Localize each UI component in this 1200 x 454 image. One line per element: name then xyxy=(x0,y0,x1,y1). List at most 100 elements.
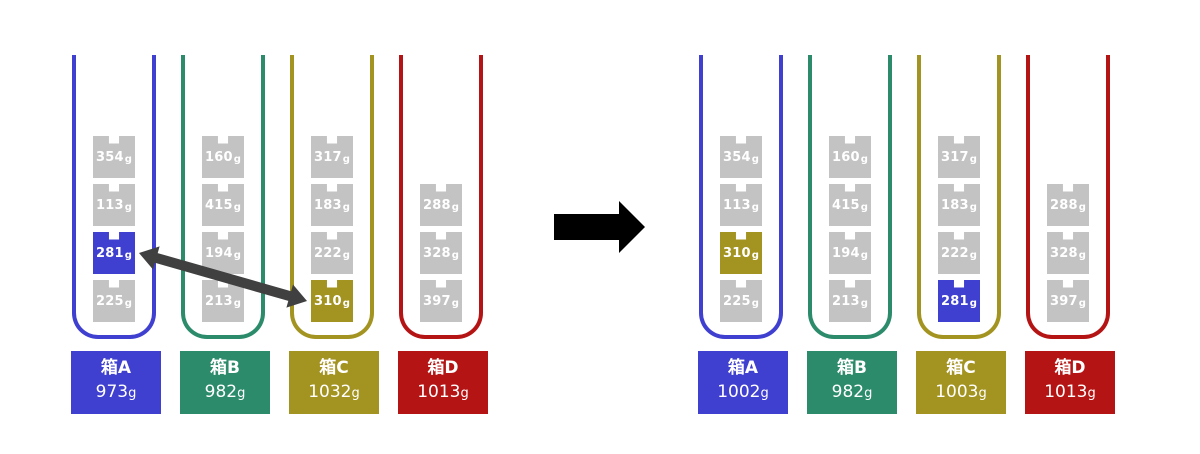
box-total-value: 1032 xyxy=(308,382,352,402)
item-weight: 113 xyxy=(723,197,751,213)
item-unit: g xyxy=(969,249,977,261)
box-total-unit: g xyxy=(237,386,246,401)
item-weight: 113 xyxy=(96,197,124,213)
box-b-container xyxy=(808,55,892,339)
box-total-value: 973 xyxy=(95,382,129,402)
box-total-weight: 1013g xyxy=(1025,379,1115,407)
item-unit: g xyxy=(124,153,132,165)
item-weight: 397 xyxy=(1050,293,1078,309)
item-weight: 160 xyxy=(832,149,860,165)
item-unit: g xyxy=(451,201,459,213)
box-total-unit: g xyxy=(1087,386,1096,401)
item-weight: 317 xyxy=(941,149,969,165)
item-unit: g xyxy=(1078,297,1086,309)
box-total-unit: g xyxy=(460,386,469,401)
item-weight: 281 xyxy=(941,293,969,309)
item-unit: g xyxy=(342,249,350,261)
box-d-container xyxy=(399,55,483,339)
item-weight: 225 xyxy=(96,293,124,309)
box-total-unit: g xyxy=(864,386,873,401)
item-unit: g xyxy=(124,249,132,261)
item-weight: 317 xyxy=(314,149,342,165)
item-unit: g xyxy=(751,297,759,309)
item-unit: g xyxy=(969,201,977,213)
item-unit: g xyxy=(1078,249,1086,261)
box-name: 箱B xyxy=(210,358,240,378)
box-a-container xyxy=(72,55,156,339)
item-unit: g xyxy=(751,249,759,261)
box-total-value: 1002 xyxy=(717,382,761,402)
item-weight: 194 xyxy=(832,245,860,261)
item-unit: g xyxy=(1078,201,1086,213)
item-unit: g xyxy=(451,297,459,309)
item-weight: 281 xyxy=(96,245,124,261)
item-unit: g xyxy=(751,153,759,165)
box-name: 箱A xyxy=(727,358,759,378)
item-weight: 310 xyxy=(723,245,751,261)
item-weight: 225 xyxy=(723,293,751,309)
box-total-weight: 973g xyxy=(71,379,161,407)
box-name: 箱C xyxy=(946,358,976,378)
item-unit: g xyxy=(124,201,132,213)
box-name: 箱D xyxy=(427,358,459,378)
item-weight: 328 xyxy=(423,245,451,261)
item-unit: g xyxy=(233,153,241,165)
box-total-value: 1003 xyxy=(935,382,979,402)
box-total-weight: 1013g xyxy=(398,379,488,407)
item-weight: 354 xyxy=(723,149,751,165)
box-total-unit: g xyxy=(128,386,137,401)
item-weight: 310 xyxy=(314,293,342,309)
item-weight: 213 xyxy=(832,293,860,309)
swap-arrow-shape xyxy=(139,246,307,308)
box-total-weight: 1002g xyxy=(698,379,788,407)
box-total-value: 1013 xyxy=(417,382,461,402)
item-unit: g xyxy=(233,249,241,261)
box-name: 箱C xyxy=(319,358,349,378)
box-total-value: 1013 xyxy=(1044,382,1088,402)
item-unit: g xyxy=(342,153,350,165)
item-weight: 160 xyxy=(205,149,233,165)
item-unit: g xyxy=(969,297,977,309)
box-total-weight: 1003g xyxy=(916,379,1006,407)
item-unit: g xyxy=(860,201,868,213)
item-unit: g xyxy=(233,201,241,213)
item-weight: 194 xyxy=(205,245,233,261)
box-c-container xyxy=(917,55,1001,339)
box-c-container xyxy=(290,55,374,339)
item-unit: g xyxy=(233,297,241,309)
box-d-container xyxy=(1026,55,1110,339)
box-name: 箱D xyxy=(1054,358,1086,378)
item-unit: g xyxy=(860,249,868,261)
box-a-container xyxy=(699,55,783,339)
item-unit: g xyxy=(860,153,868,165)
box-total-unit: g xyxy=(978,386,987,401)
item-unit: g xyxy=(124,297,132,309)
box-total-weight: 982g xyxy=(180,379,270,407)
item-weight: 222 xyxy=(941,245,969,261)
box-total-weight: 982g xyxy=(807,379,897,407)
swap-arrow-icon xyxy=(139,246,307,308)
box-total-weight: 1032g xyxy=(289,379,379,407)
